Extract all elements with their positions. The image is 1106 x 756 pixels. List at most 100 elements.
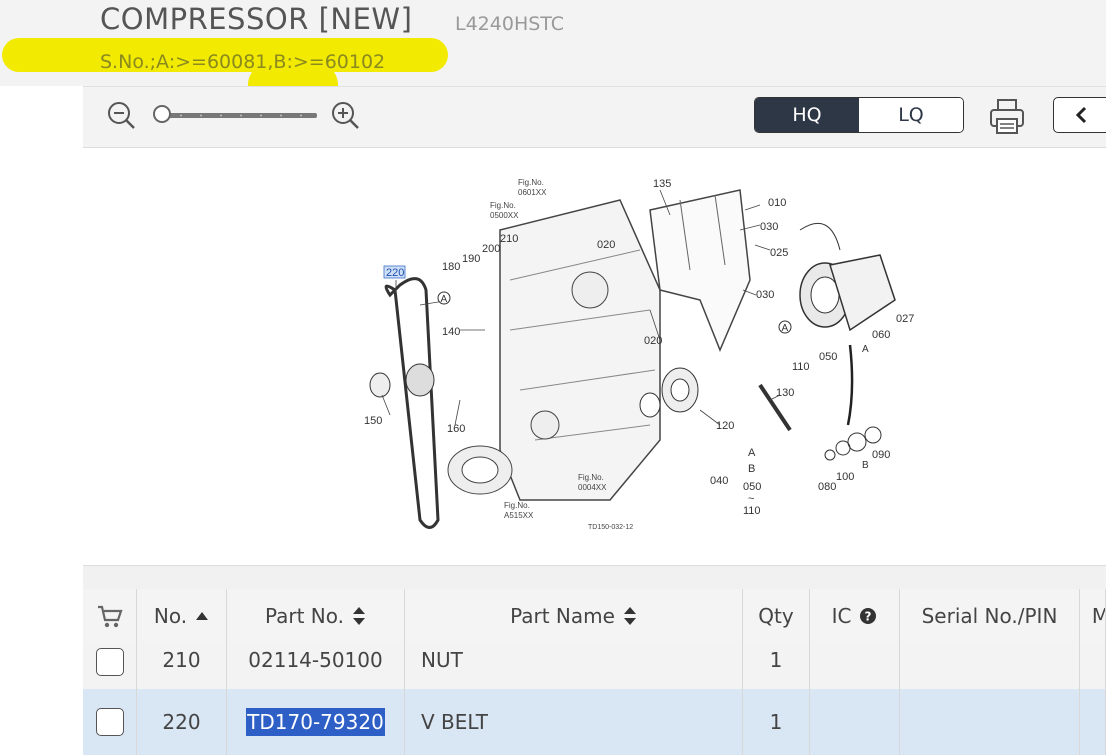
table-row[interactable]: 210 02114-50100 NUT 1 xyxy=(83,642,1106,690)
row-serial xyxy=(900,642,1080,689)
marker-a: A xyxy=(441,294,448,305)
callout-label: 110 xyxy=(743,505,761,517)
drawing-code-label: TD150-032-12 xyxy=(588,524,633,531)
row-ic xyxy=(810,689,900,755)
pulley-shape xyxy=(405,363,435,397)
zoom-slider[interactable] xyxy=(153,105,319,125)
callout-label: 030 xyxy=(760,221,778,233)
row-select xyxy=(83,642,137,689)
sort-asc-icon xyxy=(196,611,209,620)
fig-ref-label: Fig.No. xyxy=(578,473,604,482)
row-more xyxy=(1080,689,1106,755)
callout-label: 050 xyxy=(819,351,837,363)
callout-label: 020 xyxy=(644,335,662,347)
fig-ref-label: 0601XX xyxy=(518,188,547,197)
column-header-part-no[interactable]: Part No. xyxy=(227,589,405,642)
row-no: 220 xyxy=(137,689,227,755)
row-part-no[interactable]: 02114-50100 xyxy=(227,642,405,689)
callout-label: 140 xyxy=(442,326,460,338)
callout-label: 060 xyxy=(872,329,890,341)
quality-toggle: HQ LQ xyxy=(754,97,964,133)
zoom-in-icon[interactable] xyxy=(331,101,361,131)
print-icon[interactable] xyxy=(987,97,1027,137)
callout-label: 050 xyxy=(743,481,761,493)
fig-ref-label: A515XX xyxy=(504,511,534,520)
row-no: 210 xyxy=(137,642,227,689)
callout-label: 200 xyxy=(482,243,500,255)
row-serial xyxy=(900,689,1080,755)
lq-button[interactable]: LQ xyxy=(859,98,963,132)
callout-220: 220 xyxy=(386,267,404,279)
row-checkbox[interactable] xyxy=(95,708,124,736)
table-toolbar xyxy=(83,565,1106,590)
column-header-qty: Qty xyxy=(743,589,810,642)
fig-ref-label: Fig.No. xyxy=(504,501,530,510)
column-header-part-name[interactable]: Part Name xyxy=(405,589,743,642)
column-header-serial: Serial No./PIN xyxy=(900,589,1080,642)
callout-label: 020 xyxy=(597,239,615,251)
serial-range: S.No.;A:>=60081,B:>=60102 xyxy=(100,51,386,73)
callout-label: 135 xyxy=(653,178,671,190)
row-part-name: V BELT xyxy=(405,689,743,755)
page-title: COMPRESSOR [NEW] xyxy=(100,2,413,36)
page-header: COMPRESSOR [NEW] L4240HSTC S.No.;A:>=600… xyxy=(0,0,1106,108)
sort-icon xyxy=(623,606,636,625)
table-row-selected[interactable]: 220 TD170-79320 V BELT 1 xyxy=(83,689,1106,755)
callout-label: 190 xyxy=(462,253,480,265)
column-header-ic: IC ? xyxy=(810,589,900,642)
sort-icon xyxy=(353,606,366,625)
pulley-shape xyxy=(369,372,391,398)
help-icon[interactable]: ? xyxy=(859,607,877,625)
row-select xyxy=(83,689,137,755)
row-more xyxy=(1080,642,1106,689)
column-header-no[interactable]: No. xyxy=(137,589,227,642)
callout-label: 100 xyxy=(836,471,854,483)
zoom-out-icon[interactable] xyxy=(107,101,137,131)
viewer-toolbar: HQ LQ xyxy=(83,86,1106,148)
zoom-slider-track xyxy=(161,113,317,118)
callout-label: 110 xyxy=(792,361,810,373)
callout-label: 040 xyxy=(710,475,728,487)
row-qty: 1 xyxy=(743,642,810,689)
row-ic xyxy=(810,642,900,689)
callout-label: 030 xyxy=(756,289,774,301)
callout-label: ~ xyxy=(748,493,754,505)
callout-label: 090 xyxy=(872,449,890,461)
fig-ref-label: Fig.No. xyxy=(518,178,544,187)
fig-ref-label: 0500XX xyxy=(490,211,519,220)
column-header-more: M xyxy=(1080,589,1106,642)
callout-label: 120 xyxy=(716,420,734,432)
callout-label: 027 xyxy=(896,313,914,325)
callout-label: 150 xyxy=(364,415,382,427)
marker-a: A xyxy=(782,323,789,334)
back-button[interactable] xyxy=(1053,97,1106,133)
callout-label: 025 xyxy=(770,247,788,259)
compressor-shape xyxy=(799,222,896,332)
hq-button[interactable]: HQ xyxy=(755,98,859,132)
svg-text:?: ? xyxy=(865,609,872,623)
callout-label: 080 xyxy=(818,481,836,493)
cart-icon[interactable] xyxy=(83,589,137,642)
fig-ref-label: 0004XX xyxy=(578,483,607,492)
callout-label: A xyxy=(748,447,756,459)
row-checkbox[interactable] xyxy=(95,648,124,676)
parts-diagram[interactable]: 220 180 190 200 210 140 150 160 135 010 … xyxy=(360,170,920,540)
zoom-slider-thumb[interactable] xyxy=(153,105,171,123)
bracket-shape xyxy=(649,189,751,352)
marker-b: B xyxy=(862,460,869,471)
marker-a: A xyxy=(862,344,869,355)
fig-ref-label: Fig.No. xyxy=(490,201,516,210)
callout-label: 180 xyxy=(442,261,460,273)
engine-block-shape xyxy=(499,199,661,501)
table-header-row: No. Part No. Part Name Qty IC ? Serial N… xyxy=(83,589,1106,643)
model-label: L4240HSTC xyxy=(455,13,565,35)
callout-label: B xyxy=(748,463,755,475)
chevron-left-icon xyxy=(1075,106,1087,124)
callout-label: 160 xyxy=(447,423,465,435)
row-part-name: NUT xyxy=(405,642,743,689)
v-belt-shape xyxy=(384,277,440,529)
row-part-no[interactable]: TD170-79320 xyxy=(227,689,405,755)
row-qty: 1 xyxy=(743,689,810,755)
selected-part-no-text[interactable]: TD170-79320 xyxy=(246,708,385,736)
yellow-highlight-mark xyxy=(2,38,448,72)
